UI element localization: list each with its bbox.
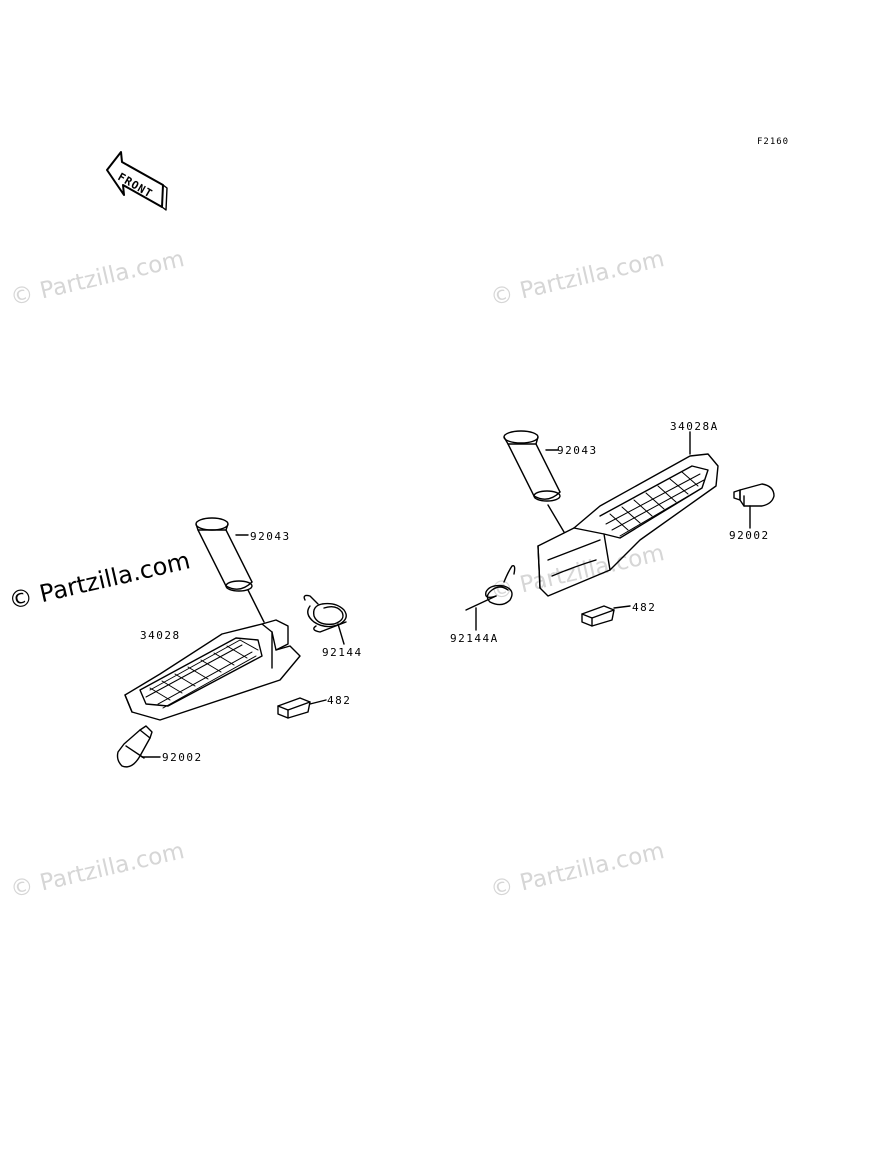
part-label-right-damper[interactable]: 92002	[729, 529, 770, 542]
part-label-left-damper[interactable]: 92002	[162, 751, 203, 764]
part-label-left-pin[interactable]: 92043	[250, 530, 291, 543]
left-damper-drawing	[116, 725, 161, 768]
front-arrow-icon: FRONT	[106, 151, 168, 211]
right-spring-drawing	[465, 564, 516, 631]
right-footrest-drawing	[537, 431, 719, 597]
part-label-right-clip[interactable]: 482	[632, 601, 657, 614]
part-label-right-footrest[interactable]: 34028A	[670, 420, 719, 433]
part-label-left-spring[interactable]: 92144	[322, 646, 363, 659]
part-label-left-footrest[interactable]: 34028	[140, 629, 181, 642]
left-pin-drawing	[195, 517, 265, 623]
right-damper-drawing	[733, 483, 775, 529]
part-label-left-clip[interactable]: 482	[327, 694, 352, 707]
left-footrest-drawing	[124, 619, 301, 721]
figure-code: F2160	[757, 137, 790, 147]
right-clip-drawing	[581, 605, 631, 627]
right-pin-drawing	[503, 430, 565, 533]
left-spring-drawing	[303, 594, 347, 645]
part-label-right-pin[interactable]: 92043	[557, 444, 598, 457]
part-label-right-spring[interactable]: 92144A	[450, 632, 499, 645]
front-arrow-label: FRONT	[116, 170, 156, 200]
left-clip-drawing	[277, 697, 327, 719]
